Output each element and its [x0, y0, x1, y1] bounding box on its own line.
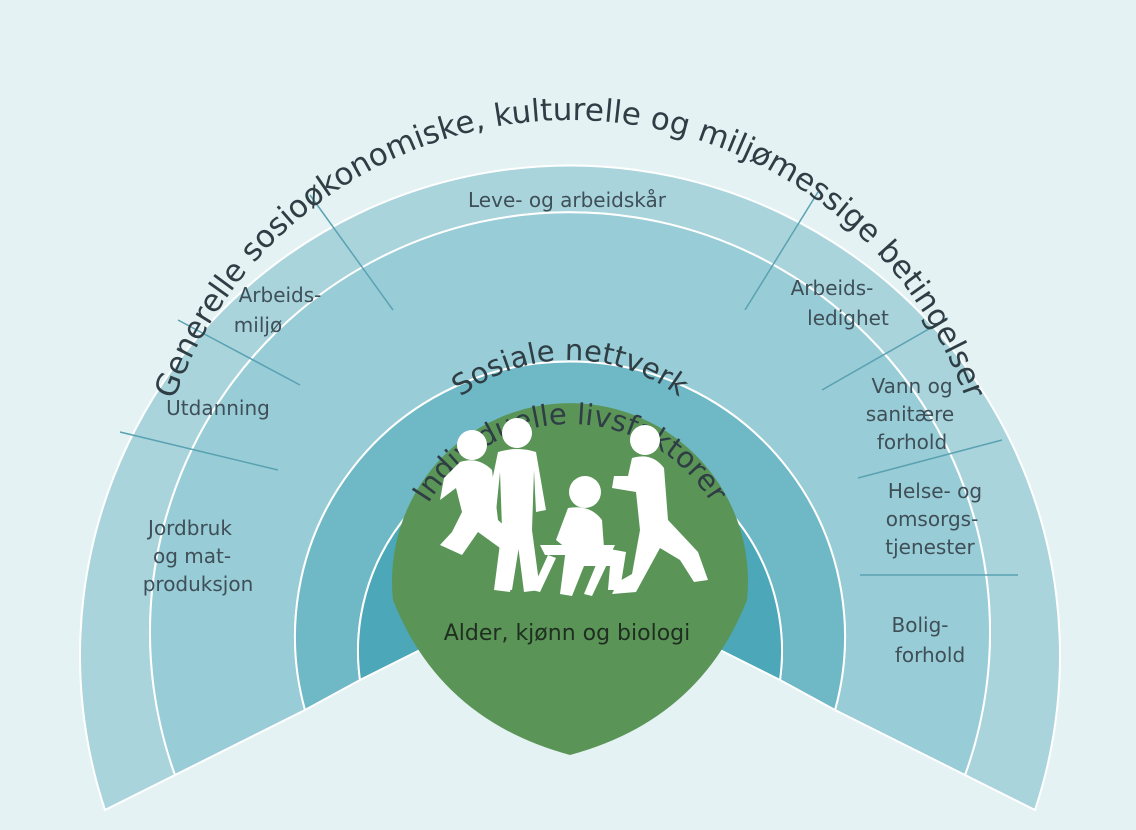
- svg-text:Arbeids-miljø: Arbeids-miljø: [234, 283, 322, 337]
- right-segment-3: Helse- og omsorgs-tjenester: [885, 479, 982, 559]
- segment-line: Bolig-: [892, 613, 949, 637]
- spoke-right-3: [857, 439, 1003, 479]
- segment-line: omsorgs-: [886, 507, 979, 531]
- segment-line: Vann og: [871, 374, 952, 398]
- segment-line: Arbeids-: [239, 283, 322, 307]
- spoke-left-1: [119, 431, 279, 471]
- right-segment-4: Bolig-forhold: [892, 613, 966, 667]
- left-segment-1: Jordbruk og mat-produksjon: [143, 516, 254, 596]
- segment-line: Helse- og: [888, 479, 982, 503]
- segment-line: og mat-: [153, 544, 231, 568]
- left-segment-3: Arbeids-miljø: [234, 283, 322, 337]
- segment-line: forhold: [877, 430, 947, 454]
- spoke-left-2: [177, 319, 301, 386]
- segment-line: tjenester: [885, 535, 975, 559]
- living-conditions-label: Leve- og arbeidskår: [468, 188, 667, 212]
- svg-text:Utdanning: Utdanning: [166, 396, 270, 420]
- left-segment-2: Utdanning: [166, 396, 270, 420]
- spoke-left-3: [309, 194, 394, 311]
- segment-line: miljø: [234, 313, 282, 337]
- svg-text:Arbeids-ledighet: Arbeids-ledighet: [791, 276, 889, 330]
- segment-line: ledighet: [807, 306, 889, 330]
- segment-line: Arbeids-: [791, 276, 874, 300]
- svg-text:Bolig-forhold: Bolig-forhold: [892, 613, 966, 667]
- core-label: Alder, kjønn og biologi: [444, 621, 691, 646]
- people-silhouette-icon: [440, 418, 708, 596]
- segment-line: Jordbruk: [146, 516, 232, 540]
- right-segment-1: Arbeids-ledighet: [791, 276, 889, 330]
- segment-line: produksjon: [143, 572, 254, 596]
- right-segment-2: Vann og sanitære forhold: [866, 374, 954, 454]
- segment-line: sanitære: [866, 402, 954, 426]
- spoke-right-1: [744, 191, 819, 311]
- spoke-right-2: [821, 317, 949, 391]
- segment-line: forhold: [895, 643, 965, 667]
